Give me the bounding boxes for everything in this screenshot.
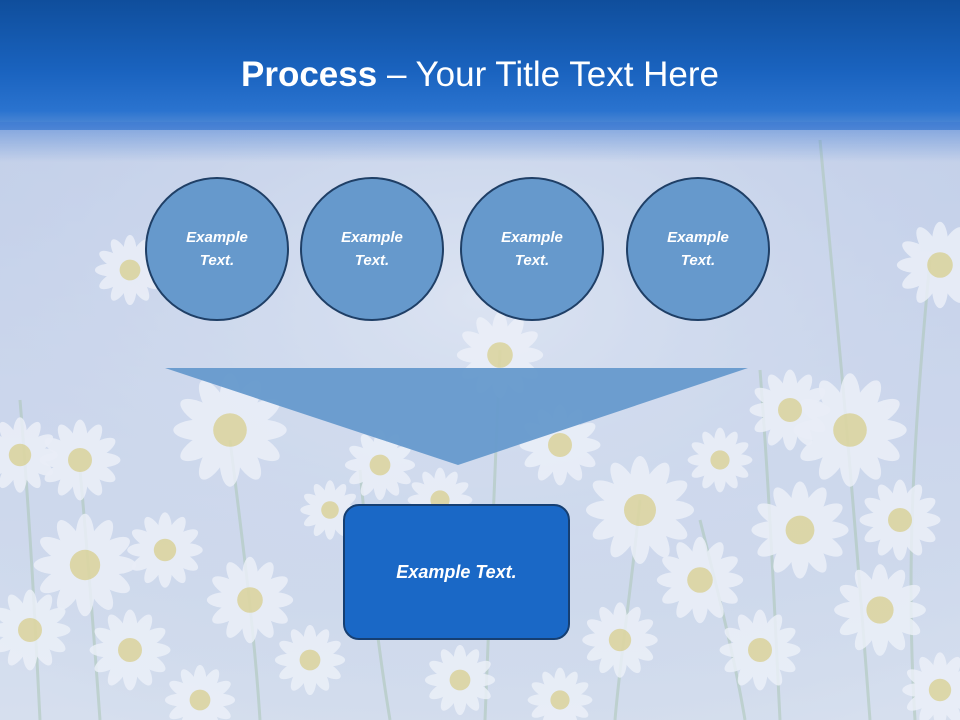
slide-title-rest: – Your Title Text Here — [377, 55, 719, 94]
slide-title[interactable]: Process – Your Title Text Here — [0, 52, 960, 98]
process-step-1[interactable]: Example Text. — [145, 177, 289, 321]
process-step-3[interactable]: Example Text. — [460, 177, 604, 321]
title-bar — [0, 0, 960, 130]
process-step-1-label: Example Text. — [186, 229, 248, 269]
process-step-4[interactable]: Example Text. — [626, 177, 770, 321]
title-bar-fade — [0, 122, 960, 162]
process-step-3-label: Example Text. — [501, 229, 563, 269]
process-step-2[interactable]: Example Text. — [300, 177, 444, 321]
result-box-label: Example Text. — [396, 561, 517, 582]
result-box[interactable]: Example Text. — [343, 504, 570, 640]
process-step-2-label: Example Text. — [341, 229, 403, 269]
slide-title-bold: Process — [241, 55, 378, 94]
process-step-4-label: Example Text. — [667, 229, 729, 269]
funnel-arrow[interactable] — [165, 368, 748, 465]
